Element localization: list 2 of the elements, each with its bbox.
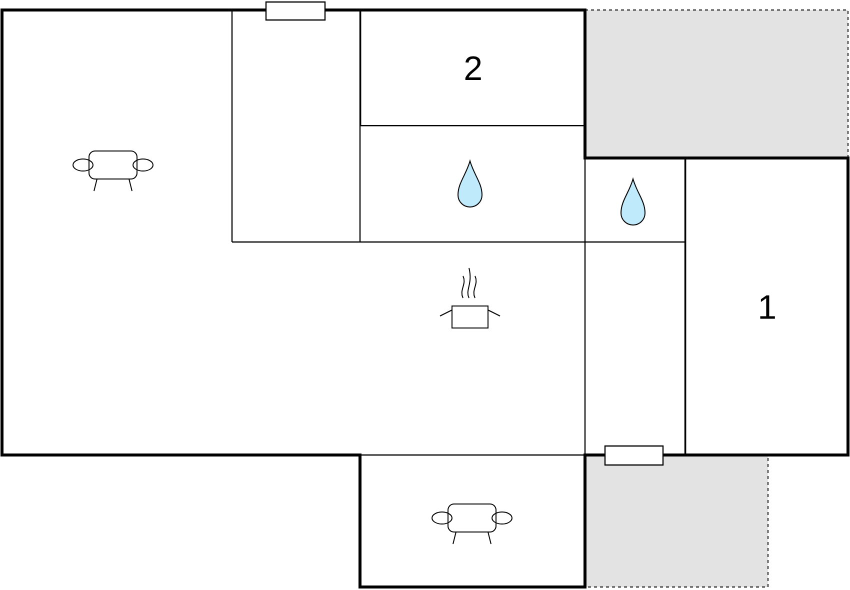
room-box: 1 [685,158,850,456]
room-box: 2 [360,10,586,126]
